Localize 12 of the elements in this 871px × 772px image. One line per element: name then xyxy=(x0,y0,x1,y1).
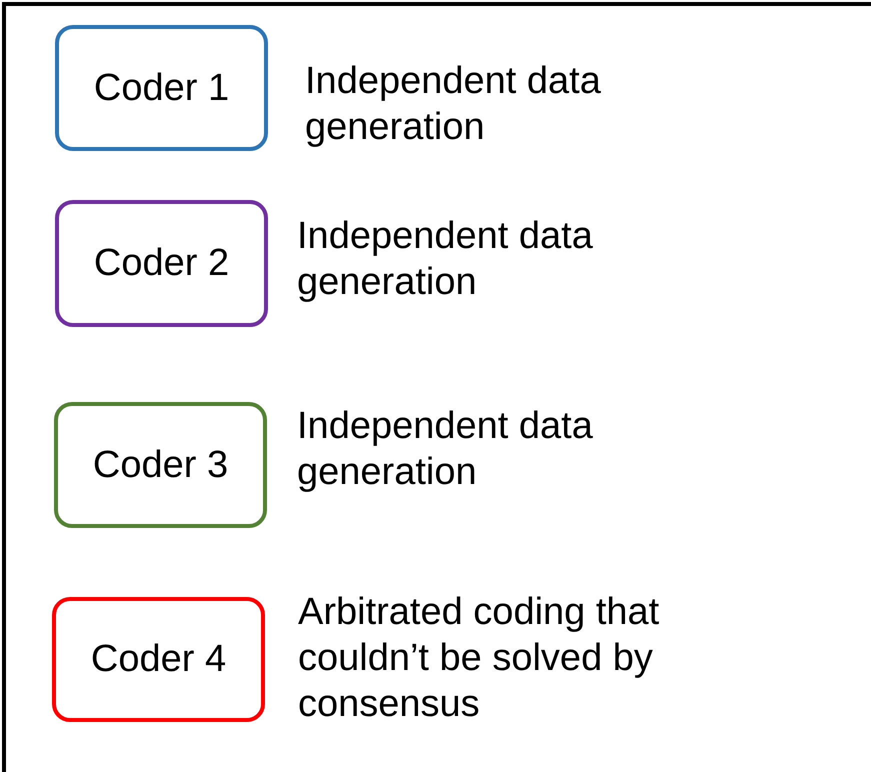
coder-box xyxy=(54,402,267,528)
coder-label: Coder 1 xyxy=(94,66,230,110)
coder-label: Coder 2 xyxy=(94,242,230,285)
description-text: Independent data generation xyxy=(305,59,602,150)
coder-label: Coder 3 xyxy=(92,444,228,486)
coder-label: Coder 4 xyxy=(90,638,226,681)
coder-box xyxy=(55,200,268,327)
coder-box xyxy=(52,597,265,722)
description-text: Independent data generation xyxy=(297,404,594,495)
coder-box xyxy=(55,25,268,151)
description-text: Independent data generation xyxy=(297,214,594,305)
description-text: Arbitrated coding that couldn’t be solved by consensus xyxy=(298,590,660,727)
